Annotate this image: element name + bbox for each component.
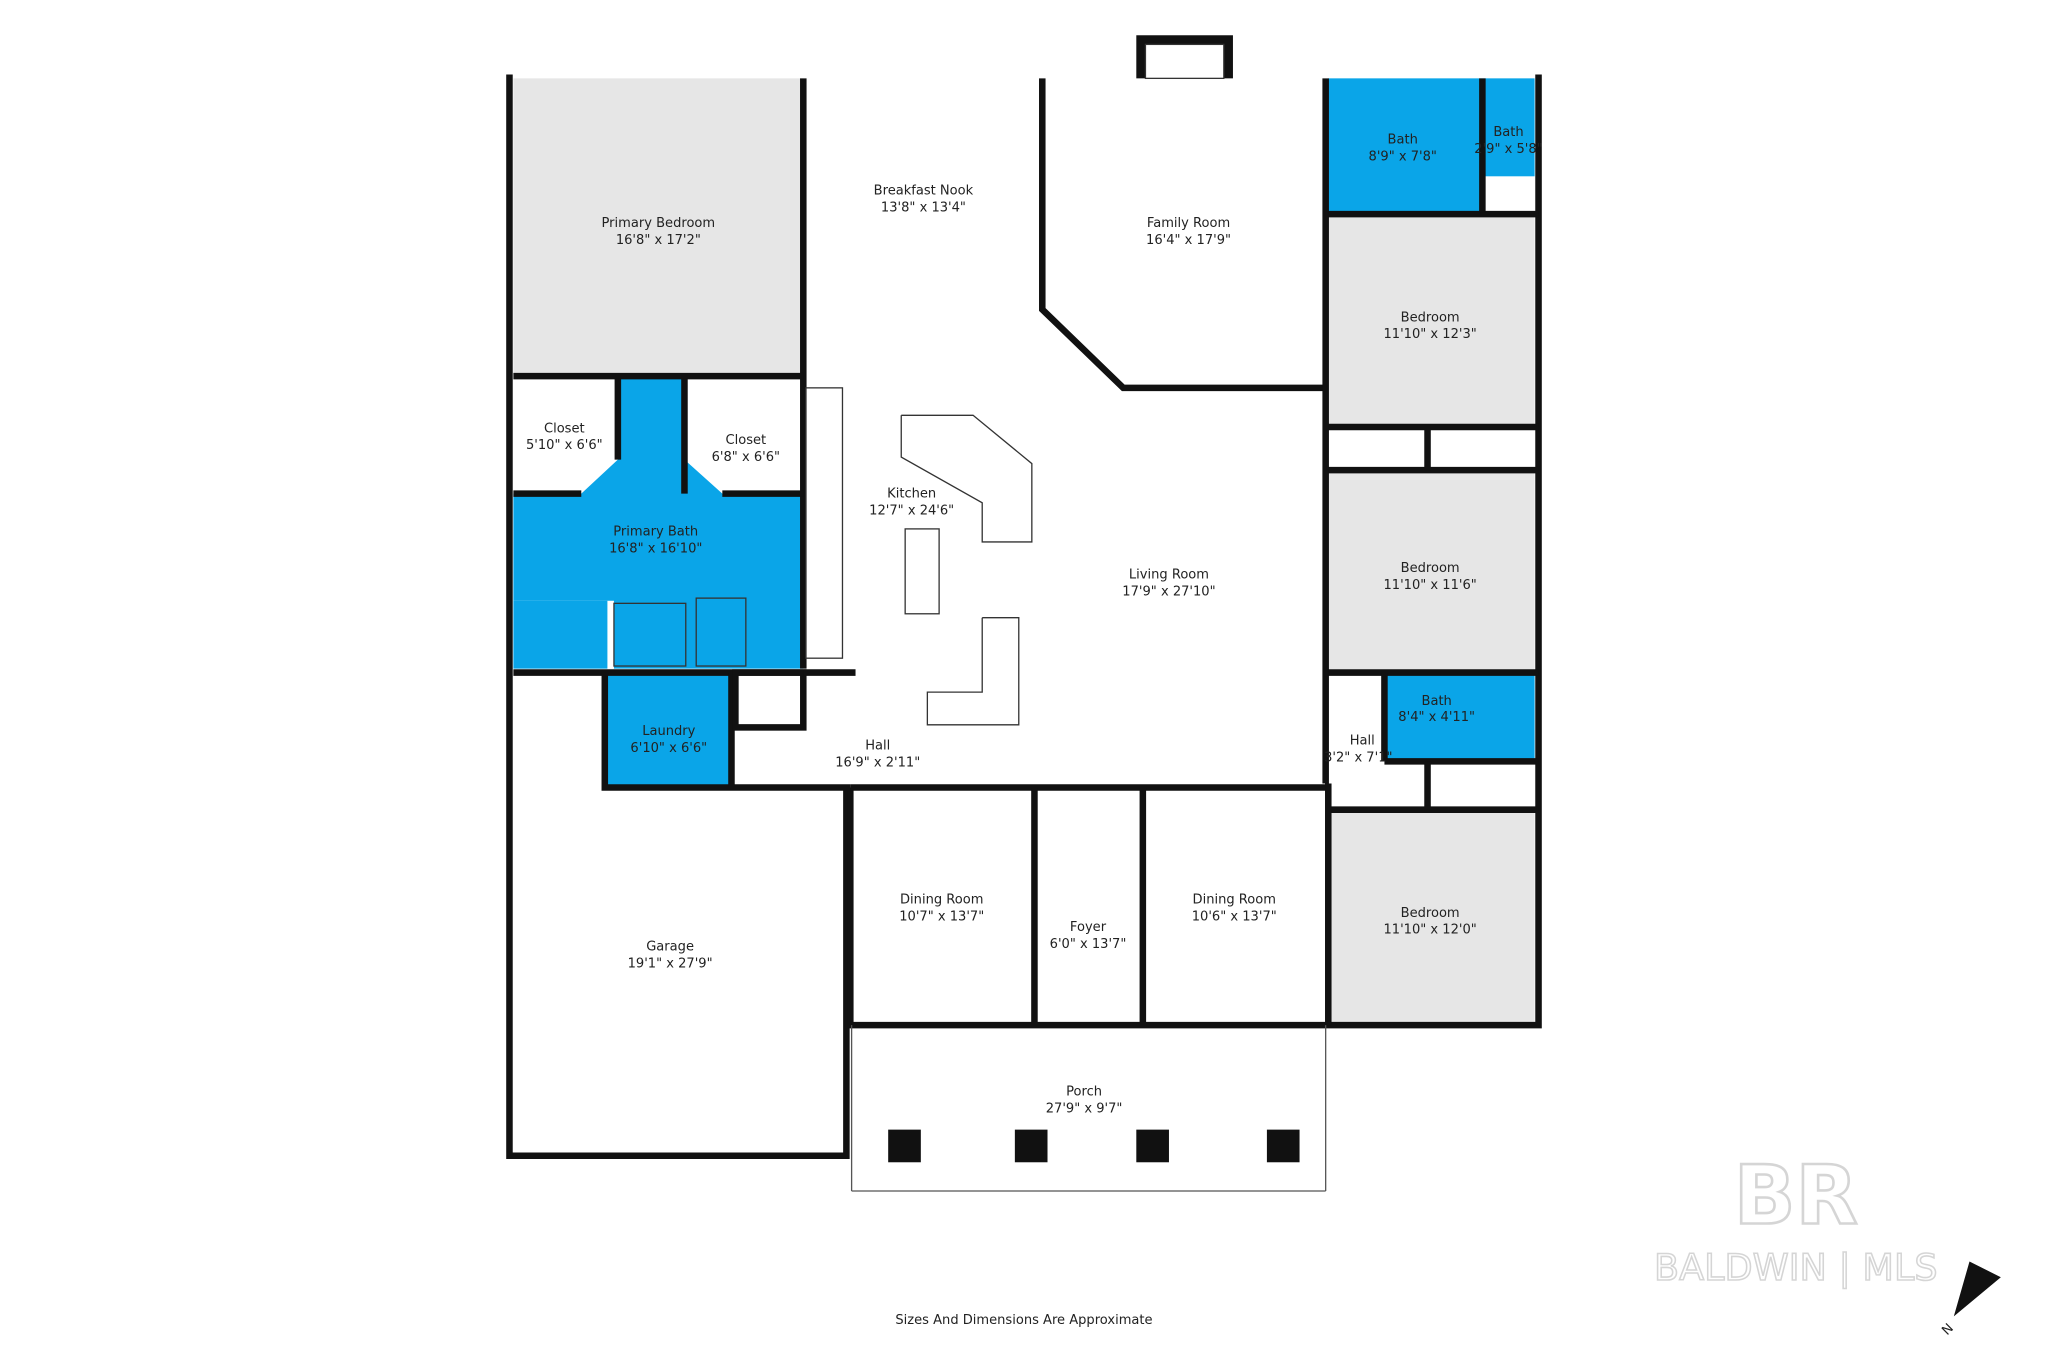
room-dims: 10'7" x 13'7" (899, 910, 984, 925)
room-name: Family Room (1147, 216, 1230, 231)
room-name: Bedroom (1401, 561, 1460, 576)
bedroom-fill-3 (1328, 812, 1535, 1026)
room-name: Hall (1350, 733, 1375, 748)
room-name: Foyer (1070, 920, 1107, 935)
primary-bath-fill (513, 378, 804, 669)
room-name: Kitchen (887, 487, 936, 502)
room-dims: 8'9" x 7'8" (1369, 150, 1437, 165)
bath-fill (1328, 78, 1483, 213)
bedroom-fill-2 (1328, 470, 1535, 673)
room-dims: 6'0" x 13'7" (1050, 937, 1127, 952)
room-dims: 8'4" x 4'11" (1398, 710, 1475, 725)
laundry-fill (604, 672, 732, 788)
compass-label: N (1939, 1321, 1957, 1339)
room-name: Living Room (1129, 568, 1209, 583)
room-name: Bedroom (1401, 310, 1460, 325)
room-name: Bath (1422, 694, 1452, 709)
north-arrow-icon: N (1939, 1261, 2001, 1339)
room-dims: 3'2" x 7'1" (1324, 750, 1392, 765)
room-dims: 16'9" x 2'11" (835, 756, 920, 771)
room-dims: 6'10" x 6'6" (630, 741, 707, 756)
hall-bath-fill (1384, 672, 1535, 762)
room-dims: 17'9" x 27'10" (1122, 585, 1215, 600)
fixtures (613, 387, 1327, 1192)
room-name: Hall (865, 739, 890, 754)
watermark-logo: BR (1734, 1150, 1858, 1244)
room-dims: 19'1" x 27'9" (628, 957, 713, 972)
shower-fill (513, 600, 608, 669)
room-name: Primary Bath (613, 524, 698, 539)
room-name: Dining Room (900, 893, 983, 908)
room-name: Bedroom (1401, 906, 1460, 921)
room-dims: 16'4" x 17'9" (1146, 233, 1231, 248)
room-dims: 12'7" x 24'6" (869, 504, 954, 519)
room-dims: 11'10" x 12'0" (1383, 923, 1476, 938)
room-name: Breakfast Nook (874, 184, 974, 199)
bedroom-fill (1328, 215, 1535, 428)
room-dims: 10'6" x 13'7" (1192, 910, 1277, 925)
room-name: Laundry (642, 724, 695, 739)
room-name: Closet (726, 433, 767, 448)
small-bath-fill (1482, 78, 1535, 177)
room-dims: 5'10" x 6'6" (526, 438, 603, 453)
watermark: BR BALDWIN | MLS (1653, 1148, 1938, 1290)
footer-note: Sizes And Dimensions Are Approximate (895, 1313, 1152, 1328)
room-fills (513, 78, 1535, 1026)
room-labels: Primary Bedroom 16'8" x 17'2" Breakfast … (526, 125, 1543, 1117)
primary-bedroom-fill (513, 78, 804, 375)
room-dims: 13'8" x 13'4" (881, 201, 966, 216)
room-dims: 2'9" x 5'8" (1474, 142, 1542, 157)
room-name: Garage (646, 940, 694, 955)
room-name: Closet (544, 421, 585, 436)
room-name: Bath (1388, 133, 1418, 148)
room-name: Primary Bedroom (602, 216, 716, 231)
room-dims: 11'10" x 12'3" (1383, 327, 1476, 342)
room-dims: 11'10" x 11'6" (1383, 578, 1476, 593)
room-dims: 27'9" x 9'7" (1046, 1102, 1123, 1117)
walls (506, 35, 1542, 1160)
room-dims: 16'8" x 17'2" (616, 233, 701, 248)
room-dims: 6'8" x 6'6" (712, 450, 780, 465)
room-dims: 16'8" x 16'10" (609, 541, 702, 556)
room-name: Porch (1066, 1085, 1102, 1100)
room-name: Bath (1493, 125, 1523, 140)
room-name: Dining Room (1193, 893, 1276, 908)
watermark-text: BALDWIN | MLS (1654, 1246, 1937, 1290)
